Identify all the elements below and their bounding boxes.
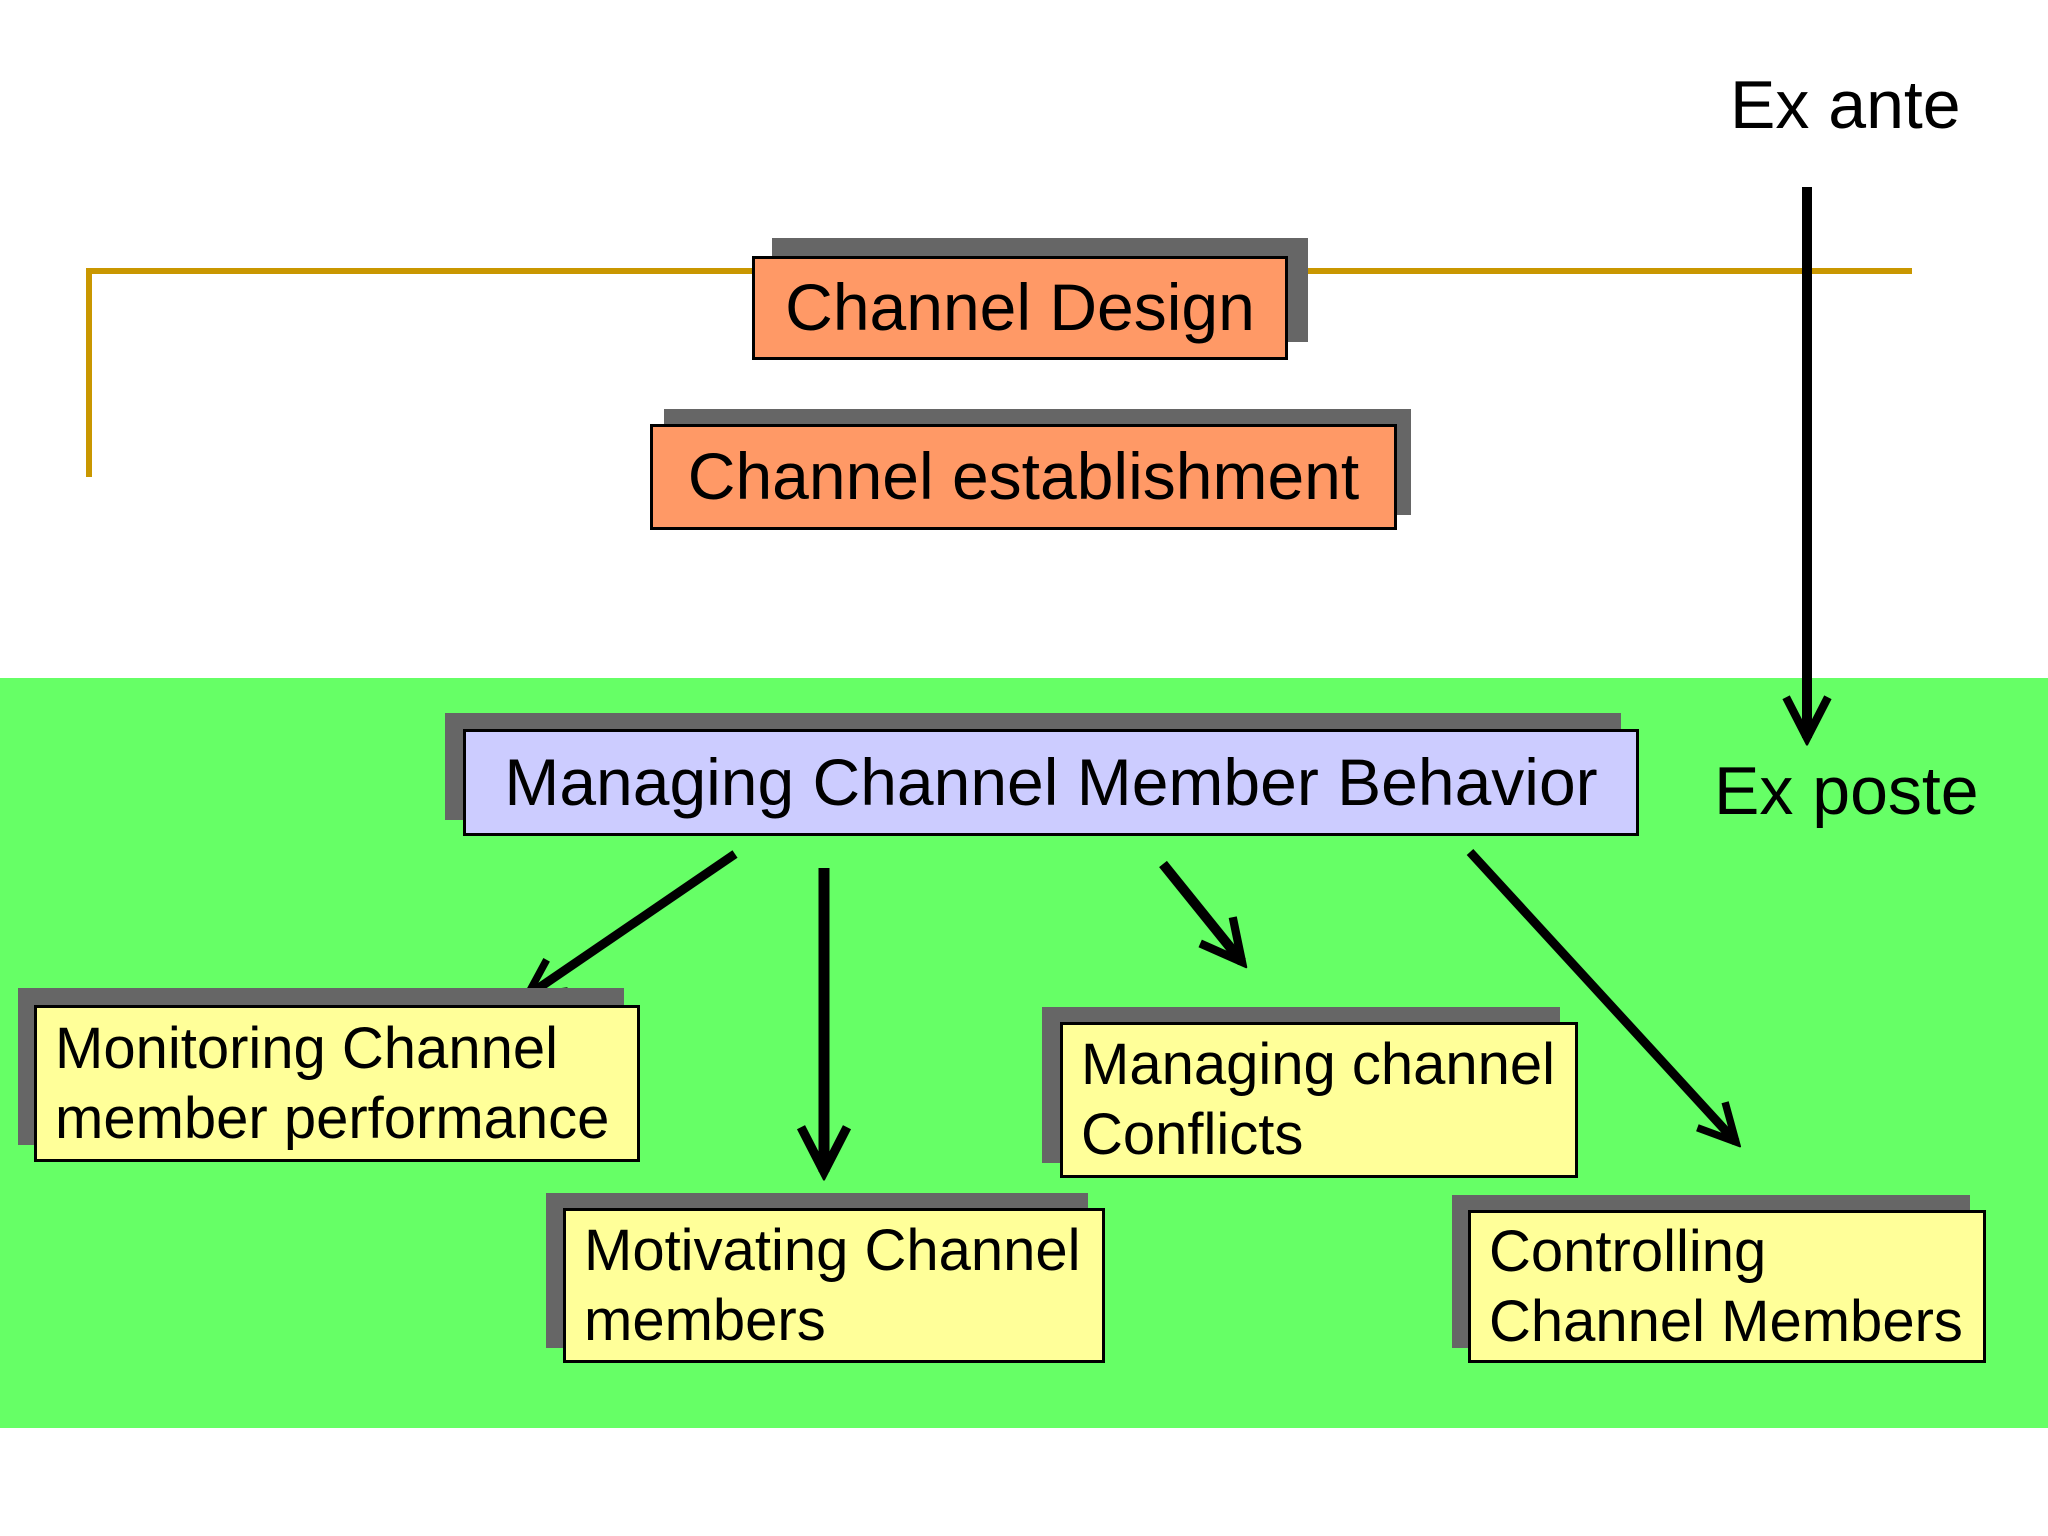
motivating-line1: Motivating Channel (584, 1217, 1081, 1283)
channel-establishment-label: Channel establishment (687, 439, 1360, 514)
conflicts-line2: Conflicts (1081, 1102, 1304, 1167)
managing-behavior-label: Managing Channel Member Behavior (504, 744, 1598, 819)
managing-conflicts-box: Managing channel Conflicts (1060, 1022, 1578, 1178)
channel-establishment-box: Channel establishment (650, 424, 1397, 530)
arrow-to-conflicts (1159, 860, 1242, 962)
ex-poste-label: Ex poste (1714, 753, 1979, 829)
channel-design-label: Channel Design (785, 270, 1255, 345)
controlling-members-box: Controlling Channel Members (1468, 1210, 1986, 1363)
monitoring-line2: member performance (55, 1085, 610, 1151)
controlling-line2: Channel Members (1489, 1288, 1963, 1354)
monitoring-performance-box: Monitoring Channel member performance (34, 1005, 640, 1162)
arrow-to-controlling (1466, 848, 1736, 1142)
conflicts-line1: Managing channel (1081, 1032, 1556, 1098)
managing-channel-member-behavior-box: Managing Channel Member Behavior (463, 729, 1639, 836)
monitoring-line1: Monitoring Channel (55, 1015, 558, 1081)
controlling-line1: Controlling (1489, 1218, 1767, 1284)
channel-design-box: Channel Design (752, 256, 1288, 360)
arrow-to-monitoring (527, 850, 738, 996)
ex-ante-label: Ex ante (1730, 67, 1961, 143)
tan-corner-line (86, 268, 1912, 477)
motivating-members-box: Motivating Channel members (563, 1208, 1105, 1363)
motivating-line2: members (584, 1287, 826, 1353)
